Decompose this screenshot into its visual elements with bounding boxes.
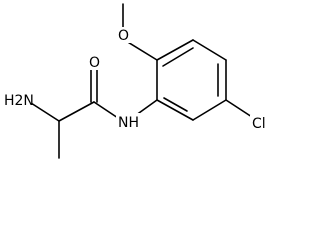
bond-ring-to-methoxy-oxygen bbox=[125, 40, 158, 61]
ring-inner-double-bond-1 bbox=[162, 47, 194, 67]
ring-inner-double-bond-3 bbox=[163, 97, 188, 112]
chemical-structure-diagram: H2N O NH O Cl bbox=[2, 3, 272, 159]
bonds bbox=[30, 3, 253, 159]
ring-bond-6 bbox=[156, 99, 194, 121]
ring-bond-5 bbox=[192, 99, 227, 121]
bond-amine-to-alpha-carbon bbox=[30, 102, 60, 122]
carbonyl-oxygen-label: O bbox=[89, 55, 100, 71]
methoxy-oxygen-label-mask bbox=[116, 27, 132, 43]
ring-bond-2 bbox=[156, 39, 194, 61]
amide-nitrogen-label: NH bbox=[118, 115, 139, 131]
bond-alpha-carbon-to-carbonyl-carbon bbox=[58, 101, 95, 122]
bond-ring-to-chlorine bbox=[225, 99, 253, 118]
amine-label-mask bbox=[2, 91, 32, 109]
chlorine-label: Cl bbox=[252, 116, 266, 132]
amide-nitrogen-label-mask bbox=[116, 113, 140, 131]
methoxy-oxygen-label: O bbox=[118, 28, 129, 44]
chlorine-label-mask bbox=[250, 115, 272, 133]
amine-label: H2N bbox=[4, 93, 34, 109]
atom-labels: H2N O NH O Cl bbox=[2, 27, 272, 133]
carbonyl-oxygen-label-mask bbox=[86, 54, 102, 70]
ring-bond-3 bbox=[192, 39, 227, 61]
